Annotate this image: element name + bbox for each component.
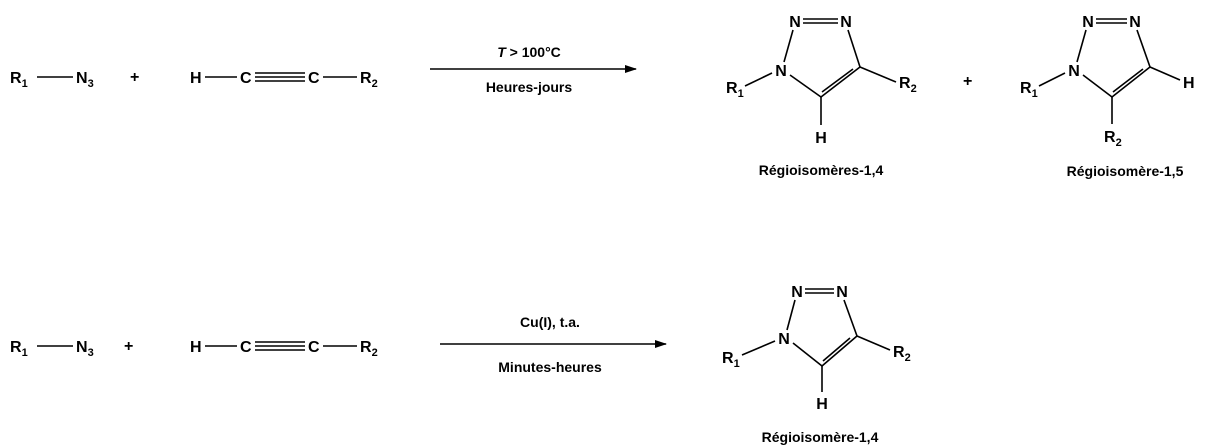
- svg-text:R2: R2: [360, 339, 378, 359]
- plus-sign: +: [124, 338, 133, 355]
- reaction-arrow-cuaac: Cu(I), t.a. Minutes-heures: [440, 314, 667, 375]
- cuaac-reaction: R1 N3 + H C C R2 Cu(I), t.a. Minutes-heu…: [10, 284, 911, 445]
- atom-n: N: [789, 14, 801, 31]
- atom-r: R: [360, 339, 372, 356]
- double-bond-line: [821, 68, 854, 93]
- double-bond-line: [820, 66, 861, 98]
- atom-n: N: [1082, 14, 1094, 31]
- atom-h: H: [190, 339, 202, 356]
- subscript-2: 2: [911, 83, 917, 95]
- atom-h: H: [1183, 75, 1195, 92]
- single-bond: [789, 74, 822, 98]
- svg-text:R2: R2: [360, 70, 378, 90]
- atom-n: N: [1129, 14, 1141, 31]
- product-caption: Régioisomères-1,4: [759, 162, 884, 178]
- subscript-1: 1: [22, 347, 28, 359]
- atom-c: C: [240, 70, 252, 87]
- atom-r: R: [360, 70, 372, 87]
- single-bond: [1082, 74, 1113, 98]
- plus-sign: +: [963, 73, 972, 90]
- subscript-3: 3: [88, 347, 94, 359]
- atom-r: R: [10, 70, 22, 87]
- single-bond: [859, 66, 897, 83]
- atom-r: R: [726, 80, 738, 97]
- single-bond: [786, 299, 796, 331]
- temperature-condition: > 100°C: [506, 44, 561, 60]
- subscript-1: 1: [1032, 88, 1038, 100]
- subscript-2: 2: [372, 347, 378, 359]
- atom-r: R: [1020, 80, 1032, 97]
- double-bond-line: [1111, 66, 1151, 98]
- svg-text:R2: R2: [899, 75, 917, 95]
- double-bond-line: [821, 335, 858, 367]
- svg-text:R2: R2: [1104, 129, 1122, 149]
- plus-sign: +: [130, 69, 139, 86]
- single-bond: [856, 335, 891, 351]
- thermal-reaction: R1 N3 + H C C R2 T > 100°C Heures-jours …: [10, 14, 1195, 179]
- reaction-arrow-thermal: T > 100°C Heures-jours: [430, 44, 637, 95]
- single-bond: [847, 29, 861, 68]
- atom-r: R: [899, 75, 911, 92]
- svg-text:N3: N3: [76, 339, 94, 359]
- single-bond: [1149, 66, 1181, 81]
- product-caption: Régioisomère-1,4: [762, 429, 879, 445]
- atom-c: C: [308, 70, 320, 87]
- single-bond: [1076, 29, 1087, 63]
- atom-c: C: [240, 339, 252, 356]
- product-caption: Régioisomère-1,5: [1067, 163, 1184, 179]
- subscript-1: 1: [734, 358, 740, 370]
- double-bond-line: [1112, 68, 1144, 93]
- atom-h: H: [190, 70, 202, 87]
- single-bond: [744, 72, 773, 87]
- subscript-2: 2: [905, 352, 911, 364]
- atom-n: N: [778, 331, 790, 348]
- atom-r: R: [722, 350, 734, 367]
- alkyne-reactant: H C C R2: [190, 339, 378, 359]
- time-condition: Minutes-heures: [498, 359, 602, 375]
- azide-reactant: R1 N3: [10, 339, 94, 359]
- subscript-3: 3: [88, 78, 94, 90]
- subscript-1: 1: [22, 78, 28, 90]
- atom-h: H: [815, 130, 827, 147]
- svg-text:R1: R1: [10, 339, 28, 359]
- atom-n: N: [76, 339, 88, 356]
- single-bond: [783, 29, 794, 63]
- subscript-2: 2: [372, 78, 378, 90]
- temperature-symbol: T: [497, 44, 507, 60]
- svg-text:R1: R1: [1020, 80, 1038, 100]
- svg-text:T > 100°C: T > 100°C: [497, 44, 561, 60]
- catalyst-condition: Cu(I), t.a.: [520, 314, 580, 330]
- triazole-1-5-product: N N N H R2 R1 Régioisomère-1,5: [1020, 14, 1195, 179]
- svg-text:N3: N3: [76, 70, 94, 90]
- atom-n: N: [775, 63, 787, 80]
- atom-c: C: [308, 339, 320, 356]
- atom-n: N: [1068, 63, 1080, 80]
- atom-n: N: [840, 14, 852, 31]
- svg-text:R1: R1: [726, 80, 744, 100]
- alkyne-reactant: H C C R2: [190, 70, 378, 90]
- single-bond: [1136, 29, 1151, 68]
- triazole-1-4-product: N N N R2 H R1 Régioisomères-1,4: [726, 14, 917, 178]
- atom-r: R: [893, 344, 905, 361]
- subscript-1: 1: [738, 88, 744, 100]
- atom-h: H: [816, 396, 828, 413]
- single-bond: [843, 299, 858, 337]
- svg-text:R2: R2: [893, 344, 911, 364]
- triazole-1-4-product: N N N R2 H R1 Régioisomère-1,4: [722, 284, 911, 445]
- azide-reactant: R1 N3: [10, 70, 94, 90]
- single-bond: [1038, 72, 1066, 87]
- atom-n: N: [791, 284, 803, 301]
- single-bond: [792, 342, 823, 367]
- atom-r: R: [1104, 129, 1116, 146]
- svg-text:R1: R1: [722, 350, 740, 370]
- subscript-2: 2: [1116, 137, 1122, 149]
- atom-n: N: [76, 70, 88, 87]
- atom-n: N: [836, 284, 848, 301]
- svg-text:R1: R1: [10, 70, 28, 90]
- double-bond-line: [822, 337, 851, 362]
- time-condition: Heures-jours: [486, 79, 573, 95]
- single-bond: [741, 340, 776, 356]
- atom-r: R: [10, 339, 22, 356]
